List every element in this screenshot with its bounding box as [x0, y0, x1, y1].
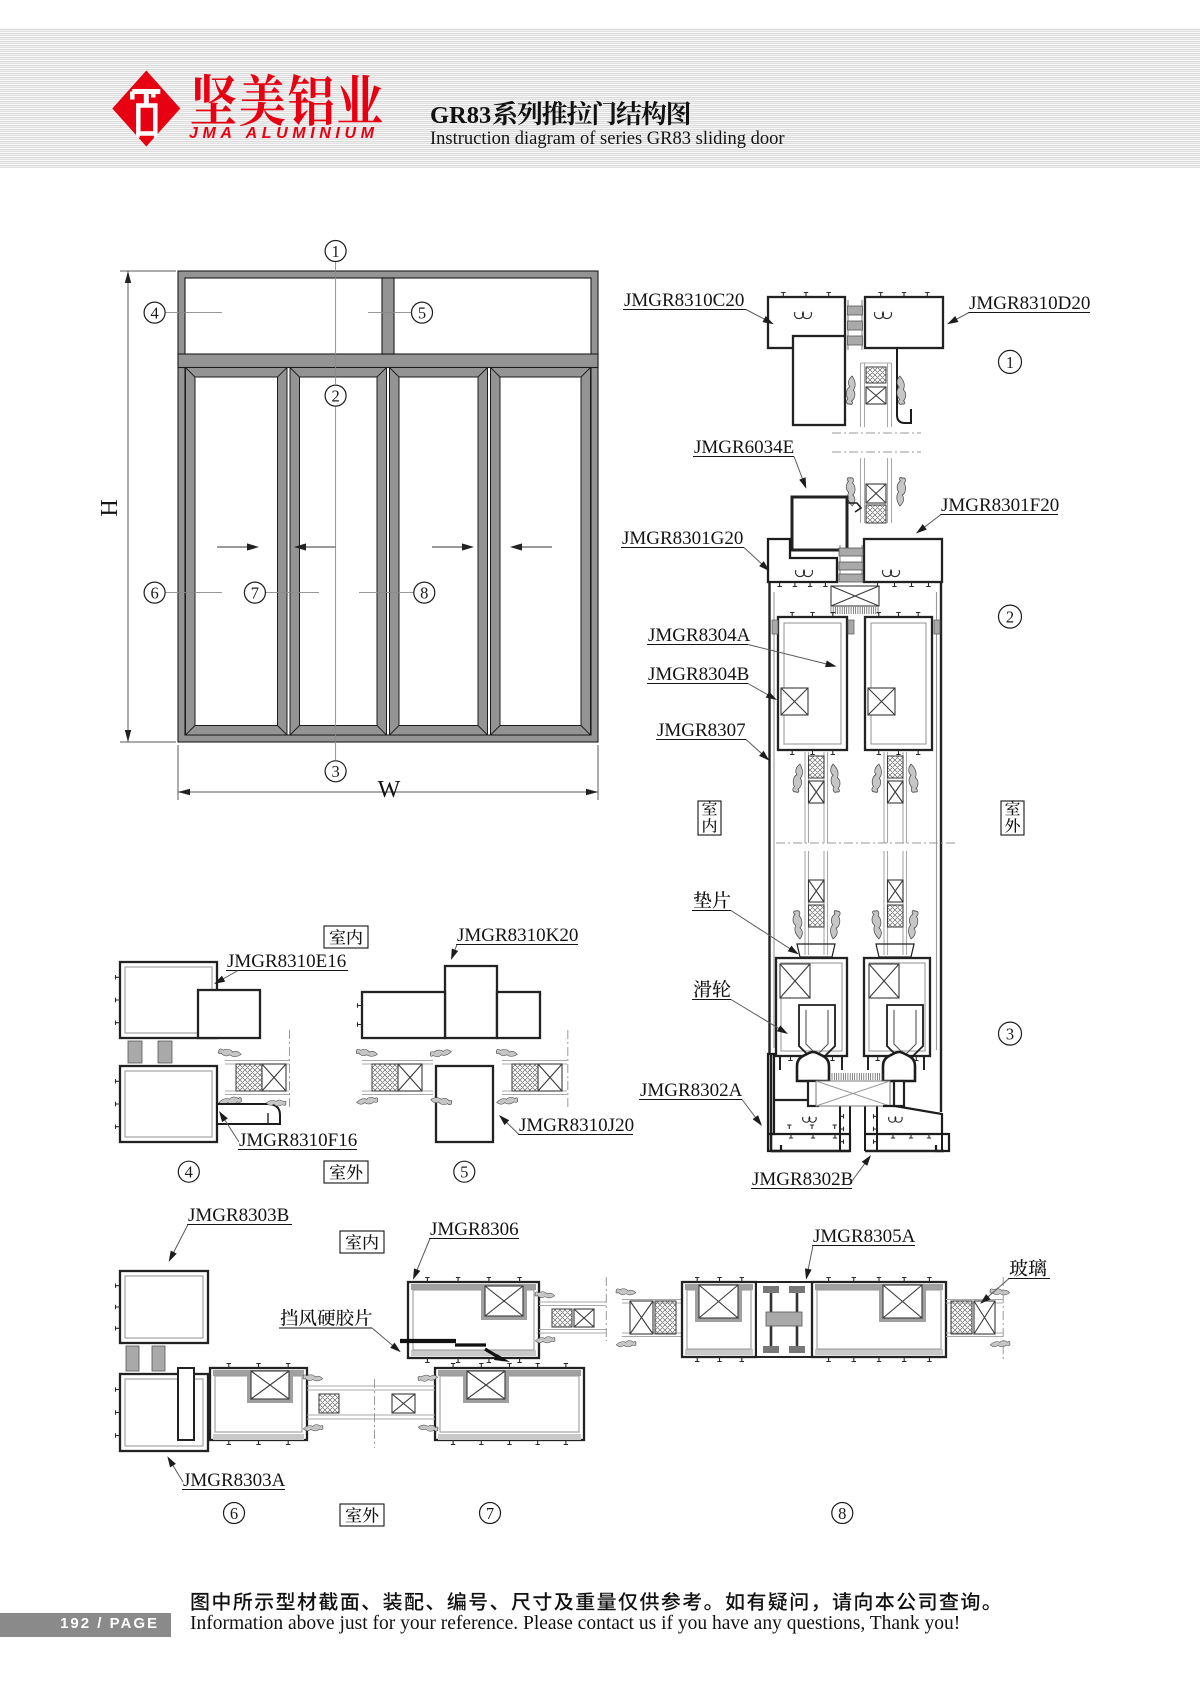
svg-text:6: 6	[230, 1504, 238, 1523]
svg-text:JMGR8301G20: JMGR8301G20	[622, 528, 743, 549]
svg-text:JMGR8310J20: JMGR8310J20	[519, 1115, 634, 1136]
svg-text:1: 1	[331, 242, 339, 261]
svg-text:8: 8	[838, 1504, 846, 1523]
svg-text:JMGR8302B: JMGR8302B	[752, 1169, 853, 1190]
svg-text:JMGR8303A: JMGR8303A	[183, 1470, 286, 1491]
svg-text:4: 4	[150, 304, 158, 323]
svg-text:H: H	[97, 499, 123, 516]
svg-text:5: 5	[418, 304, 426, 323]
svg-text:JMGR8303B: JMGR8303B	[188, 1205, 289, 1226]
svg-text:4: 4	[185, 1163, 193, 1182]
svg-text:JMGR8305A: JMGR8305A	[813, 1226, 916, 1247]
svg-text:JMGR8304B: JMGR8304B	[648, 664, 749, 685]
svg-text:7: 7	[251, 584, 259, 603]
svg-text:W: W	[378, 777, 401, 803]
svg-text:5: 5	[460, 1163, 468, 1182]
svg-text:1: 1	[1006, 353, 1014, 372]
svg-text:JMGR8304A: JMGR8304A	[648, 625, 751, 646]
svg-text:GR83: GR83	[430, 102, 491, 129]
svg-text:JMGR8301F20: JMGR8301F20	[941, 495, 1059, 516]
svg-text:3: 3	[1006, 1025, 1014, 1044]
svg-text:JMGR8310K20: JMGR8310K20	[457, 925, 578, 946]
svg-text:JMGR8306: JMGR8306	[430, 1219, 519, 1240]
svg-text:JMGR6034E: JMGR6034E	[694, 437, 794, 458]
svg-text:8: 8	[420, 584, 428, 603]
svg-text:JMGR8310D20: JMGR8310D20	[969, 293, 1090, 314]
svg-text:7: 7	[486, 1504, 494, 1523]
svg-text:JMGR8302A: JMGR8302A	[640, 1080, 743, 1101]
svg-text:JMGR8310C20: JMGR8310C20	[624, 290, 744, 311]
svg-text:6: 6	[150, 584, 158, 603]
svg-text:2: 2	[1006, 608, 1014, 627]
svg-text:2: 2	[331, 387, 339, 406]
svg-text:JMGR8310E16: JMGR8310E16	[227, 951, 346, 972]
svg-text:JMGR8307: JMGR8307	[657, 720, 746, 741]
svg-text:3: 3	[331, 762, 339, 781]
svg-text:JMGR8310F16: JMGR8310F16	[239, 1130, 357, 1151]
